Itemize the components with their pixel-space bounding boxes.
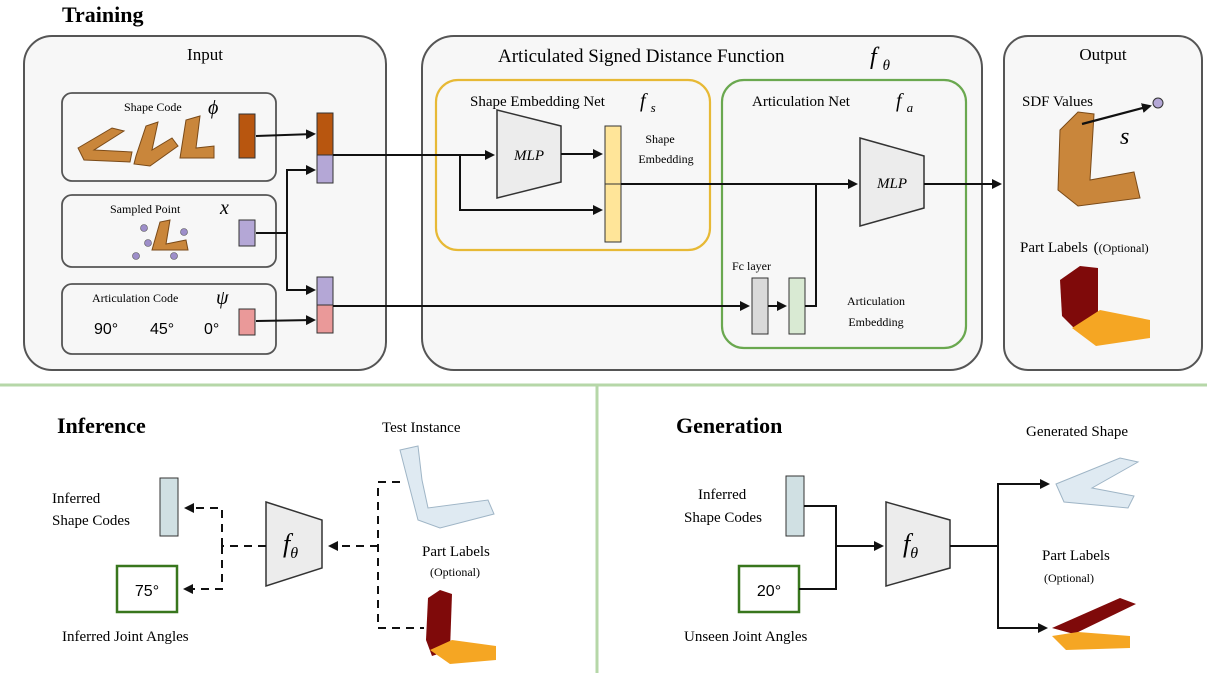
shape-mlp	[496, 109, 562, 199]
sdf-distance-arrow	[1081, 103, 1152, 126]
inference-optional: (Optional)	[430, 565, 480, 579]
art-embedding-label-2: Embedding	[848, 315, 903, 329]
shape-embedding-label-2: Embedding	[638, 152, 693, 166]
gen-part-labels: Part Labels	[1042, 548, 1110, 564]
fc-layer-label: Fc layer	[732, 259, 771, 273]
gen-angle-value: 20°	[757, 583, 781, 600]
shape-mlp-label: MLP	[513, 148, 544, 164]
inference-part-labels: Part Labels	[422, 544, 490, 560]
inference-connectors	[183, 481, 424, 629]
art-net-symbol: f a	[896, 90, 914, 115]
angle-90: 90°	[94, 321, 118, 338]
generation-f-symbol: fθ	[903, 529, 918, 562]
test-instance-shape	[399, 445, 495, 529]
training-title: Training	[62, 2, 144, 27]
art-code-vector	[238, 308, 256, 336]
shape-code-symbol: ϕ	[208, 97, 218, 119]
art-embedding-label-1: Articulation	[847, 294, 905, 308]
inference-f-theta	[265, 500, 323, 588]
shape-embed-top	[604, 125, 622, 185]
gen-shape-code	[785, 475, 805, 537]
asdf-title-symbol: f θ	[870, 44, 891, 74]
inference-title: Inference	[57, 413, 146, 438]
shape-code-vector	[238, 113, 256, 159]
shape-net-title: Shape Embedding Net	[470, 94, 606, 110]
sdf-symbol: s	[1120, 124, 1129, 150]
sdf-shape	[1057, 111, 1141, 207]
inference-part-shape	[426, 590, 496, 664]
unseen-angles-label: Unseen Joint Angles	[684, 629, 807, 645]
output-title: Output	[1079, 45, 1127, 64]
shape-code-examples	[77, 115, 215, 167]
art-code-label: Articulation Code	[92, 291, 178, 305]
art-mlp	[859, 137, 925, 227]
gen-inferred-shape-label-2: Shape Codes	[684, 510, 762, 526]
fc-layer	[751, 277, 769, 335]
sdf-label: SDF Values	[1022, 94, 1093, 110]
art-code-symbol: ψ	[216, 287, 229, 309]
inferred-angle-value: 75°	[135, 583, 159, 600]
test-instance-label: Test Instance	[382, 420, 461, 436]
inferred-shape-code	[159, 477, 179, 537]
sampled-point-box	[61, 194, 277, 268]
output-part-labels: Part Labels ((Optional)	[1020, 240, 1149, 256]
output-part-shape	[1060, 266, 1150, 346]
concat-shape-code	[316, 112, 334, 156]
inferred-angle-box	[115, 564, 179, 614]
generation-connectors	[799, 479, 1050, 633]
training-connectors	[333, 149, 1002, 311]
sampled-point-label: Sampled Point	[110, 202, 181, 216]
asdf-theta: θ	[883, 58, 891, 74]
generated-shape	[1055, 457, 1140, 509]
concat-art-code	[316, 304, 334, 334]
input-connectors	[255, 129, 316, 326]
angle-0: 0°	[204, 321, 219, 338]
input-title: Input	[187, 45, 223, 64]
art-embedding	[788, 277, 806, 335]
angle-45: 45°	[150, 321, 174, 338]
art-mlp-label: MLP	[876, 176, 907, 192]
asdf-title-text: Articulated Signed Distance Function	[498, 46, 785, 67]
gen-angle-box	[737, 564, 801, 614]
shape-code-label: Shape Code	[124, 100, 182, 114]
art-net-title: Articulation Net	[752, 94, 851, 110]
asdf-f: f	[870, 44, 880, 70]
sampled-point-vector	[238, 219, 256, 247]
inferred-shape-label-2: Shape Codes	[52, 513, 130, 529]
concat-point-bottom	[316, 276, 334, 306]
inferred-angles-label: Inferred Joint Angles	[62, 629, 189, 645]
gen-inferred-shape-label-1: Inferred	[698, 487, 747, 503]
concat-point-top	[316, 154, 334, 184]
inferred-shape-label-1: Inferred	[52, 491, 101, 507]
query-point	[1152, 97, 1164, 109]
art-code-box	[61, 283, 277, 355]
asdf-title: Articulated Signed Distance Function	[498, 46, 785, 67]
generated-shape-label: Generated Shape	[1026, 424, 1128, 440]
sampled-point-shape	[132, 219, 189, 260]
shape-embed-bottom	[604, 183, 622, 243]
generation-f-theta	[885, 501, 951, 587]
sampled-point-symbol: x	[219, 197, 229, 219]
shape-embedding-label-1: Shape	[645, 132, 674, 146]
art-net-box	[720, 78, 968, 350]
inference-f-symbol: fθ	[283, 529, 298, 562]
shape-net-symbol: f s	[640, 90, 656, 115]
generation-title: Generation	[676, 413, 782, 438]
gen-part-shape	[1052, 598, 1136, 650]
gen-optional: (Optional)	[1044, 571, 1094, 585]
